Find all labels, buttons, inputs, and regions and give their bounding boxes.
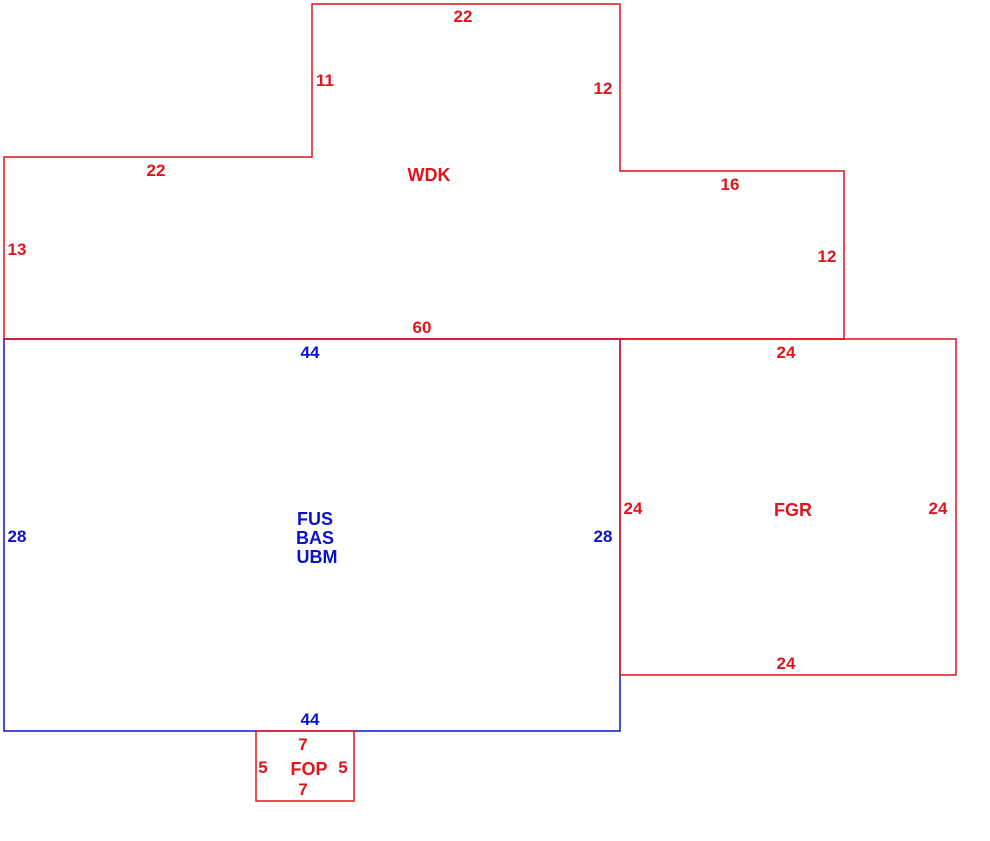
fop-dim-right: 5 <box>338 758 347 777</box>
wdk-dim-left-side: 13 <box>8 240 27 259</box>
fgr-dim-top: 24 <box>777 343 796 362</box>
fop-label: FOP <box>290 759 327 779</box>
main-dim-left: 28 <box>8 527 27 546</box>
wdk-dim-bottom: 60 <box>413 318 432 337</box>
main-dim-right: 28 <box>594 527 613 546</box>
main-label-bas: BAS <box>296 528 334 548</box>
wdk-label: WDK <box>408 165 451 185</box>
fop-dim-bottom: 7 <box>298 780 307 799</box>
main-dim-bottom: 44 <box>301 710 320 729</box>
wdk-dim-top: 22 <box>454 7 473 26</box>
main-dim-top: 44 <box>301 343 320 362</box>
wdk-dim-right-side: 12 <box>818 247 837 266</box>
wdk-dim-upper-right: 12 <box>594 79 613 98</box>
main-label-ubm: UBM <box>297 547 338 567</box>
fop-outline <box>255 730 355 802</box>
fop-dim-top: 7 <box>298 735 307 754</box>
wdk-outline <box>3 3 845 340</box>
main-label-fus: FUS <box>297 509 333 529</box>
fgr-label: FGR <box>774 500 812 520</box>
fop-dim-left: 5 <box>258 758 267 777</box>
fgr-dim-left: 24 <box>624 499 643 518</box>
wdk-dim-left-top: 22 <box>147 161 166 180</box>
fgr-dim-right: 24 <box>929 499 948 518</box>
wdk-dim-right-top: 16 <box>721 175 740 194</box>
wdk-dim-upper-left: 11 <box>316 71 334 90</box>
fgr-dim-bottom: 24 <box>777 654 796 673</box>
